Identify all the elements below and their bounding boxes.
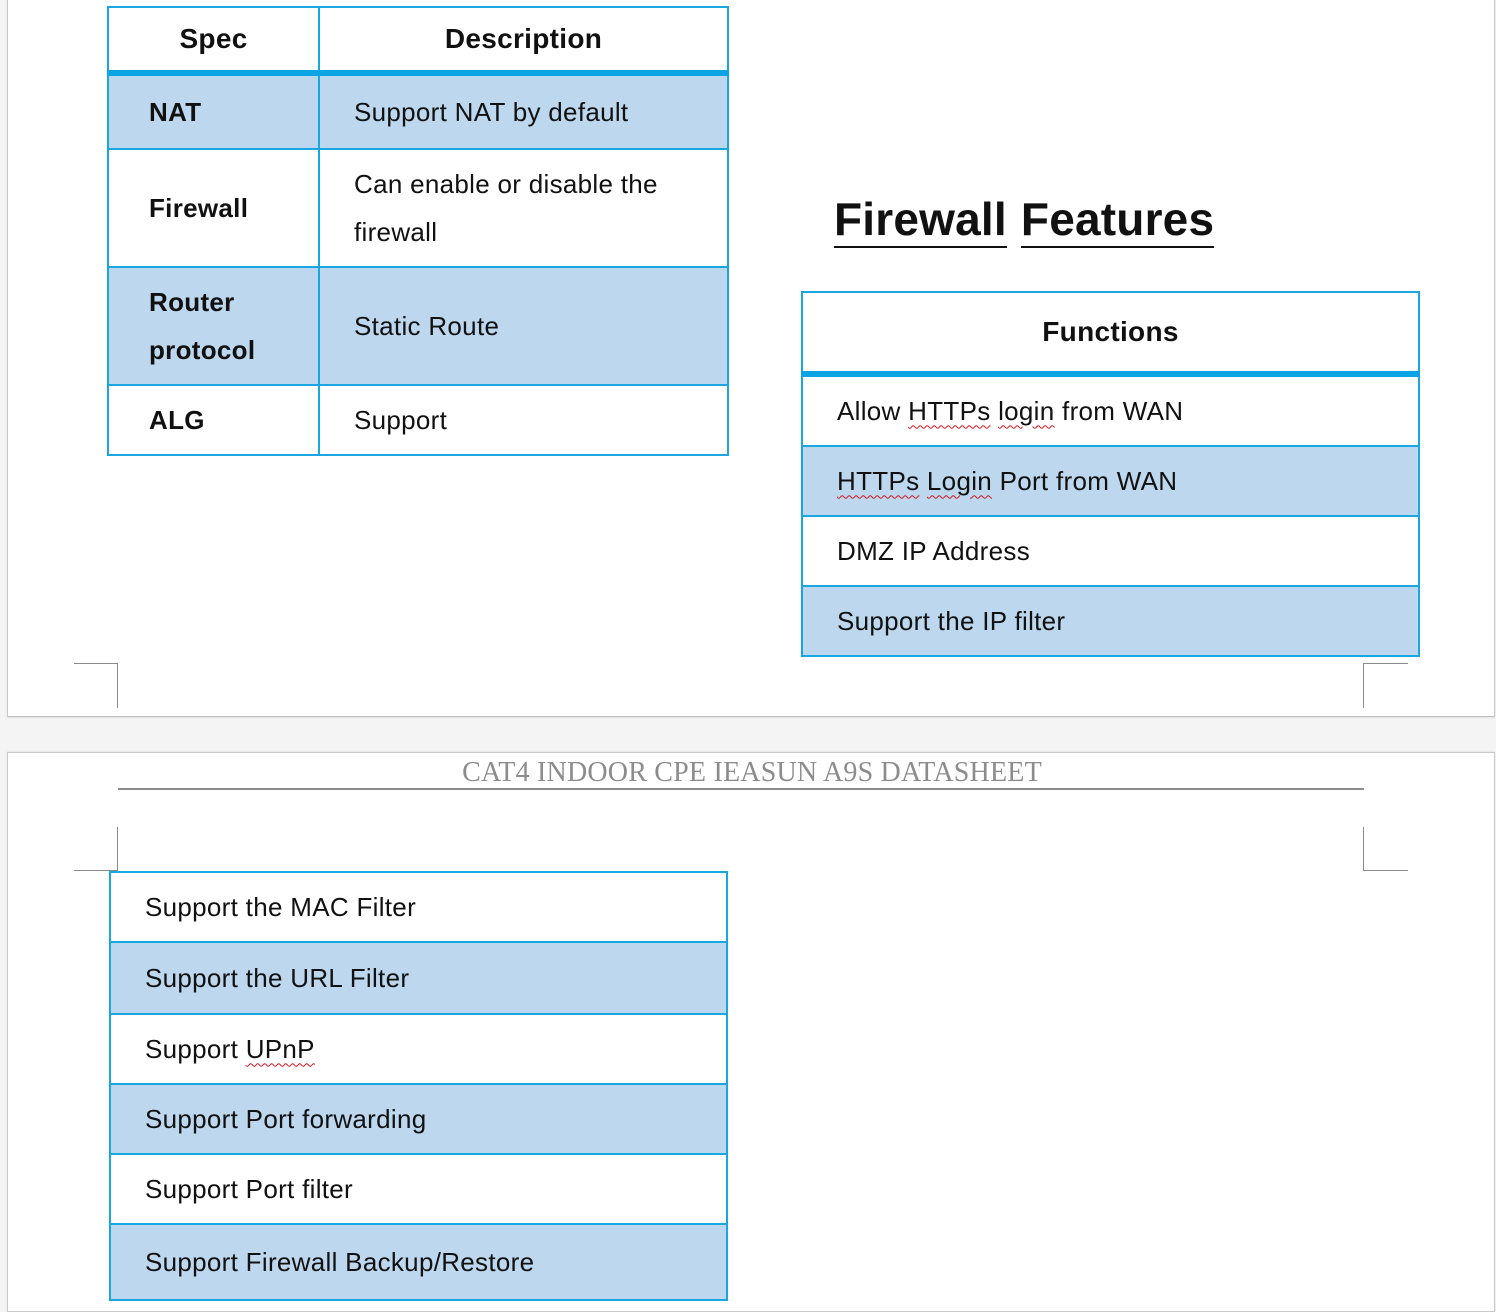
spell-flagged-word: Login — [926, 465, 993, 496]
table-row: NAT Support NAT by default — [107, 72, 729, 150]
margin-corner-mark — [74, 827, 118, 871]
header-divider — [118, 788, 1364, 790]
spec-cell: Router protocol — [107, 266, 320, 386]
functions-column-header: Functions — [801, 291, 1420, 377]
functions-header-row: Functions — [801, 291, 1420, 377]
function-cell: Support the URL Filter — [109, 941, 728, 1015]
functions-table-continued: Support the MAC Filter Support the URL F… — [109, 871, 728, 1301]
table-row: HTTPs Login Port from WAN — [801, 445, 1420, 517]
margin-corner-mark — [1363, 663, 1408, 708]
spec-table: Spec Description NAT Support NAT by defa… — [107, 6, 729, 456]
function-cell: Allow HTTPs login from WAN — [801, 373, 1420, 447]
table-row: Support Firewall Backup/Restore — [109, 1223, 728, 1301]
table-row: Allow HTTPs login from WAN — [801, 373, 1420, 447]
table-row: Support the MAC Filter — [109, 871, 728, 943]
function-cell: Support Port forwarding — [109, 1083, 728, 1155]
description-column-header: Description — [318, 6, 729, 76]
description-cell: Support — [318, 384, 729, 456]
description-cell: Support NAT by default — [318, 72, 729, 150]
function-cell: Support UPnP — [109, 1013, 728, 1085]
spec-cell: NAT — [107, 72, 320, 150]
document-page-2: CAT4 INDOOR CPE IEASUN A9S DATASHEET Sup… — [7, 752, 1495, 1312]
table-row: Firewall Can enable or disable the firew… — [107, 148, 729, 268]
spell-flagged-word: HTTPs — [908, 395, 991, 426]
page-header-title: CAT4 INDOOR CPE IEASUN A9S DATASHEET — [462, 757, 1042, 788]
spec-table-header-row: Spec Description — [107, 6, 729, 76]
heading-word: Firewall — [834, 192, 1007, 248]
function-cell: Support Firewall Backup/Restore — [109, 1223, 728, 1301]
function-cell: Support Port filter — [109, 1153, 728, 1225]
table-row: Support Port forwarding — [109, 1083, 728, 1155]
heading-word: Features — [1020, 192, 1215, 248]
margin-corner-mark — [74, 663, 118, 708]
table-row: DMZ IP Address — [801, 515, 1420, 587]
table-row: Support Port filter — [109, 1153, 728, 1225]
table-row: ALG Support — [107, 384, 729, 456]
margin-corner-mark — [1363, 827, 1408, 871]
table-row: Router protocol Static Route — [107, 266, 729, 386]
description-cell: Can enable or disable the firewall — [318, 148, 729, 268]
spell-flagged-word: login — [998, 395, 1055, 426]
description-cell: Static Route — [318, 266, 729, 386]
spell-flagged-word: UPnP — [245, 1033, 315, 1064]
functions-table: Functions Allow HTTPs login from WAN HTT… — [801, 291, 1420, 657]
function-cell: DMZ IP Address — [801, 515, 1420, 587]
spec-column-header: Spec — [107, 6, 320, 76]
spec-cell: ALG — [107, 384, 320, 456]
table-row: Support UPnP — [109, 1013, 728, 1085]
document-page-1: Spec Description NAT Support NAT by defa… — [7, 0, 1495, 717]
table-row: Support the IP filter — [801, 585, 1420, 657]
function-cell: Support the IP filter — [801, 585, 1420, 657]
spec-cell: Firewall — [107, 148, 320, 268]
function-cell: Support the MAC Filter — [109, 871, 728, 943]
spell-flagged-word: HTTPs — [837, 465, 920, 496]
table-row: Support the URL Filter — [109, 941, 728, 1015]
function-cell: HTTPs Login Port from WAN — [801, 445, 1420, 517]
